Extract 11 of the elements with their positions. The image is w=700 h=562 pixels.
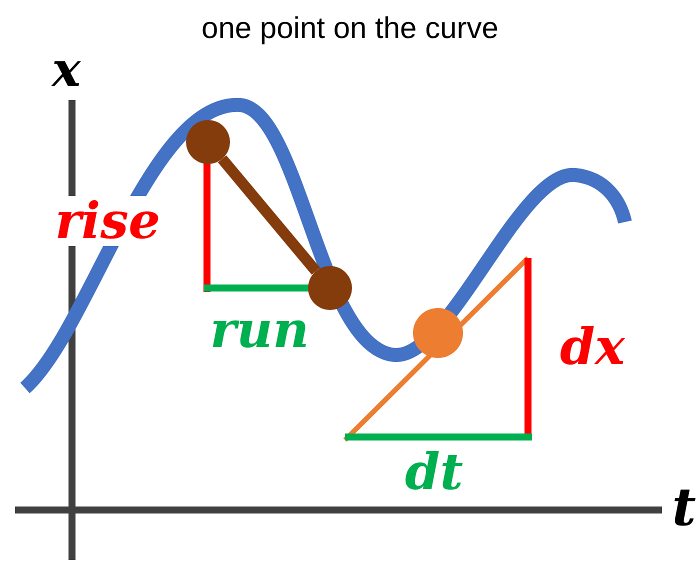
point-dot <box>186 120 230 164</box>
dt-label: dt <box>405 447 464 497</box>
axis-label: t <box>672 482 696 534</box>
run-label: run <box>210 305 310 355</box>
rise-label: rise <box>55 196 160 246</box>
connector-line <box>218 155 320 275</box>
axis-label: x <box>52 46 81 94</box>
dx-label: dx <box>560 322 625 372</box>
point-dot <box>308 266 352 310</box>
title: one point on the curve <box>200 12 500 46</box>
point-dot <box>413 308 463 358</box>
